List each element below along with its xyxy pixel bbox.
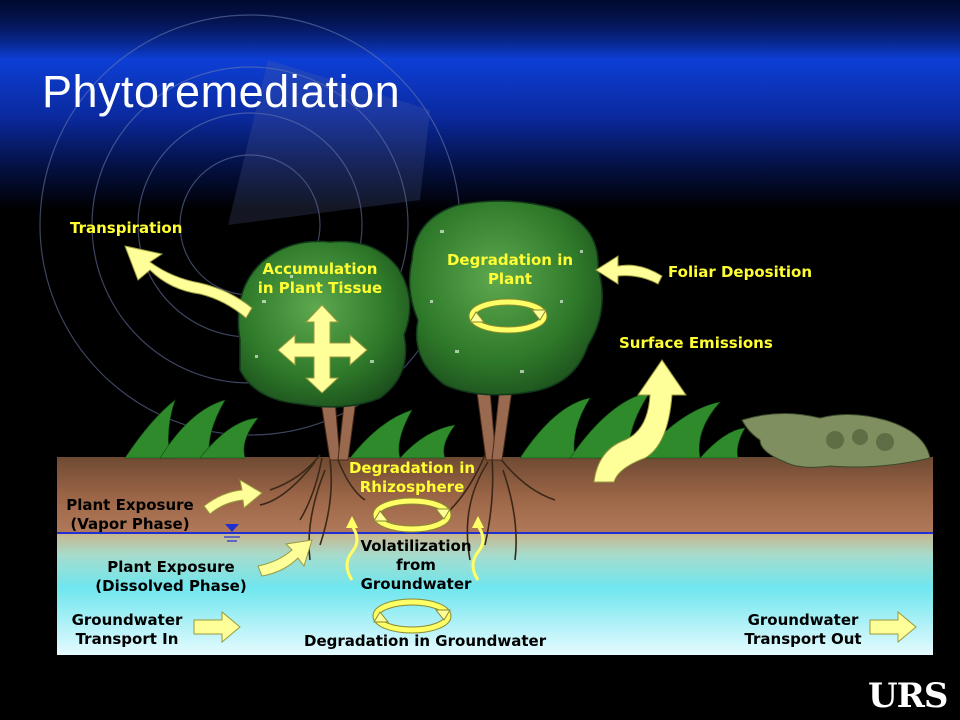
root-system (259, 454, 556, 561)
groundwater-layer (57, 533, 933, 655)
understory-plants (124, 391, 746, 459)
dissolved-phase-arrow (257, 539, 313, 577)
vapor-phase-label: Plant Exposure (Vapor Phase) (60, 496, 200, 534)
transport-in-line-2: Transport In (75, 630, 179, 648)
accumulation-label: Accumulation in Plant Tissue (246, 260, 394, 298)
header-background (0, 0, 960, 210)
degradation-rhizosphere-label: Degradation in Rhizosphere (340, 459, 484, 497)
volatilization-line-1: Volatilization (360, 537, 472, 555)
transport-out-line-1: Groundwater (747, 611, 859, 629)
transport-in-arrow (193, 610, 241, 644)
accumulation-line-1: Accumulation (262, 260, 378, 278)
volatilization-line-2: from (396, 556, 436, 574)
water-table-symbol (224, 524, 240, 542)
urs-logo: URS (868, 676, 948, 716)
vapor-line-2: (Vapor Phase) (70, 515, 190, 533)
dissolved-line-2: (Dissolved Phase) (95, 577, 247, 595)
foliar-deposition-arrow (595, 255, 663, 285)
vapor-phase-arrow (203, 478, 263, 515)
leaf-highlights (255, 230, 583, 373)
rhizosphere-line-1: Degradation in (348, 459, 476, 477)
degradation-in-plant-label: Degradation in Plant (438, 251, 582, 289)
tree-right-crown (408, 200, 603, 396)
degradation-plant-line-2: Plant (487, 270, 533, 288)
degradation-plant-line-1: Degradation in (446, 251, 574, 269)
soil-layer (57, 457, 933, 533)
volatilization-squiggles (345, 525, 485, 581)
volatilization-line-3: Groundwater (360, 575, 472, 593)
transport-in-label: Groundwater Transport In (64, 611, 190, 649)
rhizosphere-line-2: Rhizosphere (359, 478, 465, 496)
transport-out-line-2: Transport Out (744, 630, 862, 648)
transport-in-line-1: Groundwater (71, 611, 183, 629)
transpiration-label: Transpiration (70, 219, 183, 237)
page-title: Phytoremediation (42, 66, 401, 117)
surface-emissions-arrow (593, 359, 687, 483)
volatilization-label: Volatilization from Groundwater (352, 537, 480, 594)
accumulation-cross-arrow (277, 304, 368, 394)
foliar-deposition-label: Foliar Deposition (668, 263, 813, 281)
dissolved-phase-label: Plant Exposure (Dissolved Phase) (88, 558, 254, 596)
transpiration-arrow (124, 245, 253, 319)
dissolved-line-1: Plant Exposure (107, 558, 235, 576)
tree-trunks (319, 384, 513, 461)
surface-emissions-label: Surface Emissions (619, 334, 773, 352)
vapor-line-1: Plant Exposure (66, 496, 194, 514)
alligator-icon (741, 412, 931, 468)
rhizosphere-cycle-icon (372, 497, 452, 533)
transport-out-label: Groundwater Transport Out (738, 611, 868, 649)
accumulation-line-2: in Plant Tissue (257, 279, 383, 297)
transport-out-arrow (869, 610, 917, 644)
degradation-plant-cycle-icon (468, 298, 548, 334)
groundwater-cycle-icon (372, 598, 452, 634)
degradation-groundwater-label: Degradation in Groundwater (304, 632, 547, 650)
